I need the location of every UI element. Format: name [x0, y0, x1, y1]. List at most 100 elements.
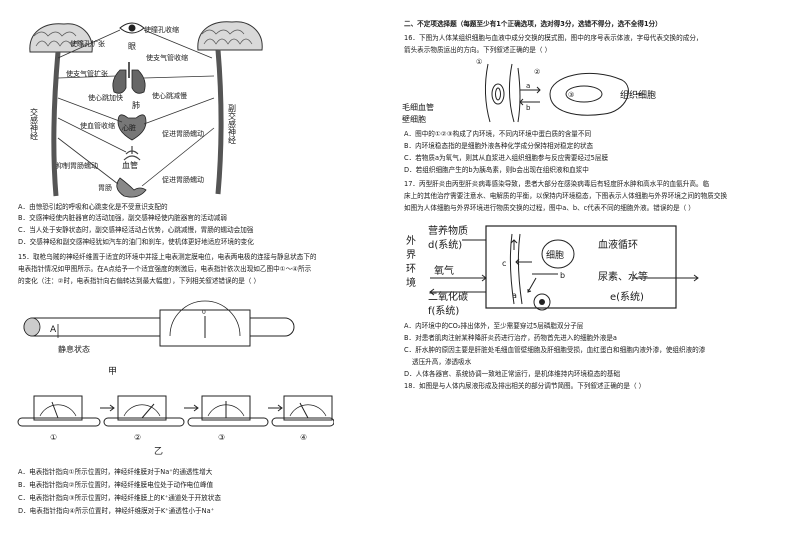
urea-label: 尿素、水等	[598, 270, 648, 283]
meter-3	[187, 395, 269, 427]
vessel-constrict-label: 使血管收缩	[80, 121, 115, 130]
q16-option-b: B．内环境稳态指的是细胞外液各种化学成分保持相对稳定的状态	[404, 142, 594, 150]
fluid-a-label: a	[512, 291, 517, 300]
arrow-icon	[268, 404, 283, 412]
section-2-heading: 二、不定项选择题（每题至少有1个正确选项，选对得3分，选错不得分，选不全得1分）	[404, 20, 662, 28]
heart-rate-up-label: 使心跳加快	[88, 93, 123, 102]
substance-a-label: a	[526, 82, 530, 90]
nerve-lines	[57, 29, 215, 187]
q14-option-c: C．当人处于安静状态时，副交感神经活动占优势，心跳减慢，胃肠的蠕动会加强	[18, 226, 254, 234]
cell-icon	[541, 239, 575, 269]
q17-stem-3: 如图为人体细胞与外界环境进行物质交换的过程，图中a、b、c代表不同的细胞外液。错…	[404, 204, 695, 212]
q16-option-a: A．图中的①②③构成了内环境，不同内环境中蛋白质的含量不同	[404, 130, 592, 138]
capillary-wall-right	[508, 63, 515, 123]
nutrient-label: 营养物质	[428, 224, 468, 237]
parasympathetic-label: 副交感神经	[228, 104, 237, 144]
f-system-label: f(系统)	[428, 304, 459, 317]
pupil-dilate-label: 使瞳孔扩张	[70, 39, 105, 48]
num-1-label: ①	[476, 58, 482, 66]
q17-option-c: C．肝水肿的原因主要是肝脏处毛细血管壁细胞及肝细胞受损，血红蛋白和细胞内液外渗，…	[404, 346, 706, 354]
meter-4	[271, 395, 334, 427]
q15-option-c: C．电表指针指向③所示位置时，神经纤维膜上的K⁺通道处于开放状态	[18, 494, 221, 502]
cell-nucleus	[565, 85, 603, 103]
promote-gi-label-2: 促进胃肠蠕动	[162, 175, 204, 184]
eye-label: 眼	[128, 42, 136, 51]
co2-label: 二氧化碳	[428, 290, 468, 303]
outer-env-label-2: 界	[406, 249, 416, 261]
rest-state-label: 静息状态	[58, 344, 90, 354]
wall-cell-label: 壁细胞	[402, 114, 426, 124]
heart-rate-down-label: 使心跳减慢	[152, 91, 187, 100]
q17-option-d: D．人体各器官、系统协调一致地正常运行，是机体维持内环境稳态的基础	[404, 370, 621, 378]
blood-circulation-box	[485, 225, 677, 309]
q17-stem-1: 17．丙型肝炎由丙型肝炎病毒感染导致，患者大部分在感染病毒后有轻度肝水肿和高水平…	[404, 180, 710, 188]
d-system-label: d(系统)	[428, 238, 462, 251]
fluid-c-label: c	[502, 259, 506, 268]
substance-b-label: b	[526, 104, 531, 112]
q16-stem-1: 16．下图为人体某组织细胞与血液中成分交换的模式图，图中的序号表示体液，字母代表…	[404, 34, 703, 42]
q15-stem-1: 15．取枪乌贼的神经纤维置于适宜的环境中并接上电表测定膜电位，电表两电极的连接与…	[18, 253, 317, 261]
oxygen-label: 氧气	[434, 264, 454, 277]
capillary-label: 毛细血管	[402, 102, 434, 112]
jia-label: 甲	[108, 366, 117, 377]
q15-stem-3: 的变化（注：②时，电表指针向右偏转达到最大幅度），下列相关叙述错误的是（ ）	[18, 277, 261, 285]
promote-gi-label: 促进胃肠蠕动	[162, 129, 204, 138]
meter-1	[17, 395, 101, 427]
q16-option-d: D．若组织细胞产生的b为胰岛素，则b会出现在组织液和血浆中	[404, 166, 589, 174]
point-a-label: A	[50, 325, 57, 335]
bronchi-dilate-label: 使支气管扩张	[66, 69, 108, 78]
stomach-icon	[116, 177, 147, 198]
blood-circulation-label: 血液循环	[598, 238, 638, 251]
right-spinal-cord	[215, 49, 224, 195]
eye-icon	[119, 22, 145, 34]
q16-stem-2: 箭头表示物质运出的方向。下列叙述正确的是（ ）	[404, 46, 552, 54]
q15-stem-2: 电表指针情况如甲图所示。在A点给予一个适宜强度的刺激后，电表指针依次出现如乙图中…	[18, 265, 312, 273]
pupil-constrict-label: 使瞳孔收缩	[144, 25, 179, 34]
q17-option-a: A．内环境中的CO₂排出体外，至少需要穿过5层磷脂双分子层	[404, 322, 584, 330]
heart-icon	[117, 114, 147, 141]
num-3-label: ③	[568, 91, 574, 99]
outer-env-label-4: 境	[406, 276, 416, 289]
tissue-cell-label: 组织细胞	[620, 89, 656, 101]
bronchi-constrict-label: 使支气管收缩	[146, 53, 188, 62]
pump-icon	[533, 293, 551, 311]
tissue-cell-outline	[549, 72, 629, 116]
right-brain-icon	[197, 21, 263, 51]
meter-sequence-figure-yi: ① ② ③ ④ 乙	[17, 395, 334, 456]
q17-option-c-cont: 透压升高，渗透吸水	[412, 358, 472, 366]
vessel-label: 血管	[122, 160, 138, 170]
q14-option-d: D．交感神经和副交感神经犹如汽车的油门和刹车，使机体更好地适应环境的变化	[18, 238, 254, 246]
yi-label: 乙	[154, 446, 163, 456]
q17-option-b: B．对患者肌肉注射某种降肝炎药进行治疗，药物首先进入的细胞外液是a	[404, 334, 617, 342]
q15-option-d: D．电表指针指向④所示位置时，神经纤维膜对于K⁺通透性小于Na⁺	[18, 507, 215, 515]
outer-env-label-1: 外	[406, 235, 416, 247]
vessel-icon	[123, 146, 141, 161]
nerve-fiber-figure-jia: A 0 静息状态 甲	[23, 300, 295, 377]
meter-3-num: ③	[218, 433, 225, 442]
arrow-icon	[184, 404, 199, 412]
internal-environment-figure: 外 界 环 境 营养物质 d(系统) 氧气 二氧化碳 f(系统) c 细胞 b …	[406, 224, 699, 317]
q15-option-a: A．电表指针指向①所示位置时，神经纤维膜对于Na⁺的通透性增大	[18, 468, 213, 476]
cell-label: 细胞	[546, 249, 564, 261]
fiber-end-icon	[23, 317, 41, 337]
meter-1-num: ①	[50, 433, 57, 442]
autonomic-nervous-figure: 眼 肺 心脏 血管 胃肠 使瞳孔收缩 使瞳孔扩张 使支气管收缩 使支气管扩张 使…	[29, 21, 263, 198]
left-spinal-cord	[51, 51, 61, 197]
outer-env-label-3: 环	[406, 264, 416, 275]
heart-label: 心脏	[122, 123, 136, 132]
meter-2	[103, 395, 185, 427]
e-system-label: e(系统)	[610, 290, 644, 303]
inhibit-gi-label: 抑制胃肠蠕动	[56, 161, 98, 170]
lung-label: 肺	[132, 101, 140, 110]
q15-option-b: B．电表指针指向②所示位置时，神经纤维膜电位处于动作电位峰值	[18, 481, 214, 489]
stomach-label: 胃肠	[98, 183, 112, 192]
fluid-b-label: b	[560, 271, 565, 280]
meter-4-num: ④	[300, 433, 307, 442]
red-blood-cell-icon	[491, 83, 505, 105]
q17-stem-2: 床上的其他治疗需要注意水、电解质的平衡，以保持内环境稳态，下图表示人体细胞与外界…	[404, 192, 728, 200]
q18-stem: 18．如图是与人体内尿液形成及排出相关的部分调节简图。下列叙述正确的是（ ）	[404, 382, 646, 390]
capillary-exchange-figure: ① ② ③ a b 毛细血管 壁细胞 组织细胞	[402, 58, 656, 124]
q14-option-a: A．由惊恐引起的呼吸和心跳变化是不受意识支配的	[18, 203, 168, 211]
q14-option-b: B．交感神经使内脏器官的活动加强，副交感神经使内脏器官的活动减弱	[18, 214, 227, 222]
meter-zero-label: 0	[202, 309, 206, 316]
